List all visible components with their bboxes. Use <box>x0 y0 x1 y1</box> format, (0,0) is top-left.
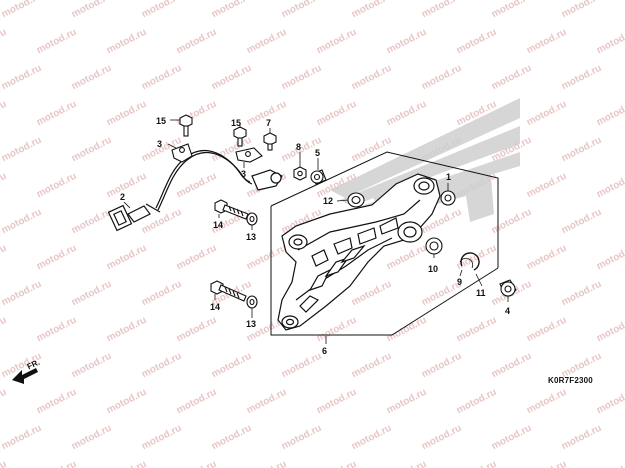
swing-arm-part <box>277 173 441 331</box>
callout-10: 10 <box>428 264 439 274</box>
callout-15-right: 15 <box>231 118 242 128</box>
clamp-3-left <box>171 143 193 163</box>
callout-2: 2 <box>120 192 126 202</box>
leader-lines <box>123 119 509 344</box>
bolt-7 <box>263 132 277 151</box>
bolt-15-left <box>179 114 193 137</box>
callout-9: 9 <box>457 277 463 287</box>
diagram-code: K0R7F2300 <box>548 376 593 385</box>
callout-12: 12 <box>323 196 334 206</box>
callout-11: 11 <box>476 288 486 298</box>
callout-7: 7 <box>266 118 272 128</box>
bolt-15-right <box>233 126 247 147</box>
front-arrow-icon <box>12 368 38 384</box>
washer-13-lower <box>246 295 258 309</box>
callout-1: 1 <box>446 172 452 182</box>
collar-5 <box>310 169 327 185</box>
bearing-12 <box>347 192 365 208</box>
bearing-1 <box>440 190 456 206</box>
clamp-3-right <box>235 147 263 163</box>
circlip-9 <box>459 252 480 271</box>
callout-3-left: 3 <box>157 139 163 149</box>
collar-4 <box>499 279 517 297</box>
bolt-14-lower <box>210 280 247 302</box>
callout-8: 8 <box>296 142 302 152</box>
bolt-14-upper <box>214 199 249 220</box>
assembly-outline <box>270 151 499 336</box>
callout-5: 5 <box>315 148 321 158</box>
bearing-10 <box>425 237 443 255</box>
callout-13-upper: 13 <box>246 232 257 242</box>
callout-14-upper: 14 <box>213 220 224 230</box>
callout-14-lower: 14 <box>210 302 221 312</box>
callout-13-lower: 13 <box>246 319 257 329</box>
sensor-harness-2 <box>107 150 283 232</box>
nut-8 <box>293 166 307 181</box>
washer-13-upper <box>246 212 258 226</box>
callout-3-right: 3 <box>241 169 247 179</box>
callout-15-left: 15 <box>156 116 167 126</box>
callout-4: 4 <box>505 306 511 316</box>
callout-6: 6 <box>322 346 328 356</box>
